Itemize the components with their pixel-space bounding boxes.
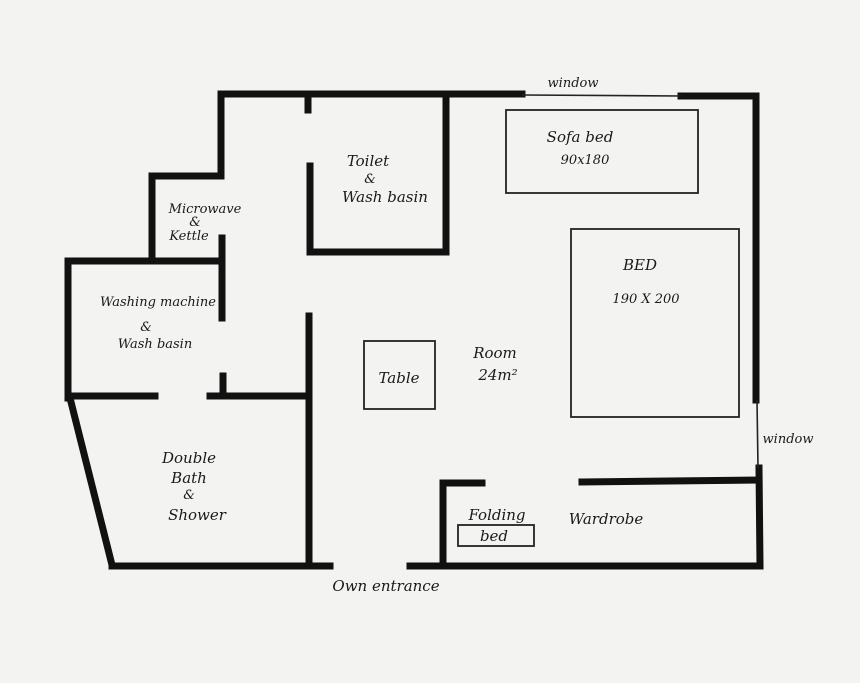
washing-basin-label: Wash basin <box>118 337 192 352</box>
kettle-label: Kettle <box>168 229 209 244</box>
bed-size: 190 X 200 <box>612 292 679 307</box>
entrance-label: Own entrance <box>332 577 439 595</box>
table <box>363 340 436 410</box>
folding-bed-label: bed <box>480 527 508 545</box>
folding-bed <box>457 524 535 547</box>
toilet-and: & <box>364 172 376 187</box>
bed <box>570 228 740 418</box>
toilet-label: Toilet <box>347 152 390 170</box>
microwave-and: & <box>189 215 201 230</box>
room-label: Room <box>472 344 517 362</box>
walls <box>64 90 764 570</box>
washing-and: & <box>140 320 152 335</box>
sofa-bed-size: 90x180 <box>561 153 610 168</box>
wall-right-lower <box>755 464 764 569</box>
wall-wardrobe-top <box>578 476 762 486</box>
room-area: 24m² <box>477 366 517 384</box>
wardrobe-label: Wardrobe <box>569 510 644 528</box>
sofa-bed-label: Sofa bed <box>547 128 614 146</box>
wall-bath-left <box>65 393 117 570</box>
toilet-basin-label: Wash basin <box>342 188 428 206</box>
washing-machine-label: Washing machine <box>100 295 216 310</box>
window-right <box>756 399 759 469</box>
window-top-label: window <box>548 76 599 91</box>
bed-label: BED <box>622 256 657 274</box>
folding-label: Folding <box>467 506 525 524</box>
bath-shower-label: Shower <box>168 506 227 524</box>
window-top <box>521 94 682 97</box>
bath-double-label: Double <box>161 449 216 467</box>
microwave-label: Microwave <box>168 202 242 217</box>
table-label: Table <box>378 369 419 387</box>
window-right-label: window <box>763 432 814 447</box>
bath-and: & <box>183 488 195 503</box>
bath-bath-label: Bath <box>170 469 207 487</box>
sofa-bed <box>505 109 699 194</box>
